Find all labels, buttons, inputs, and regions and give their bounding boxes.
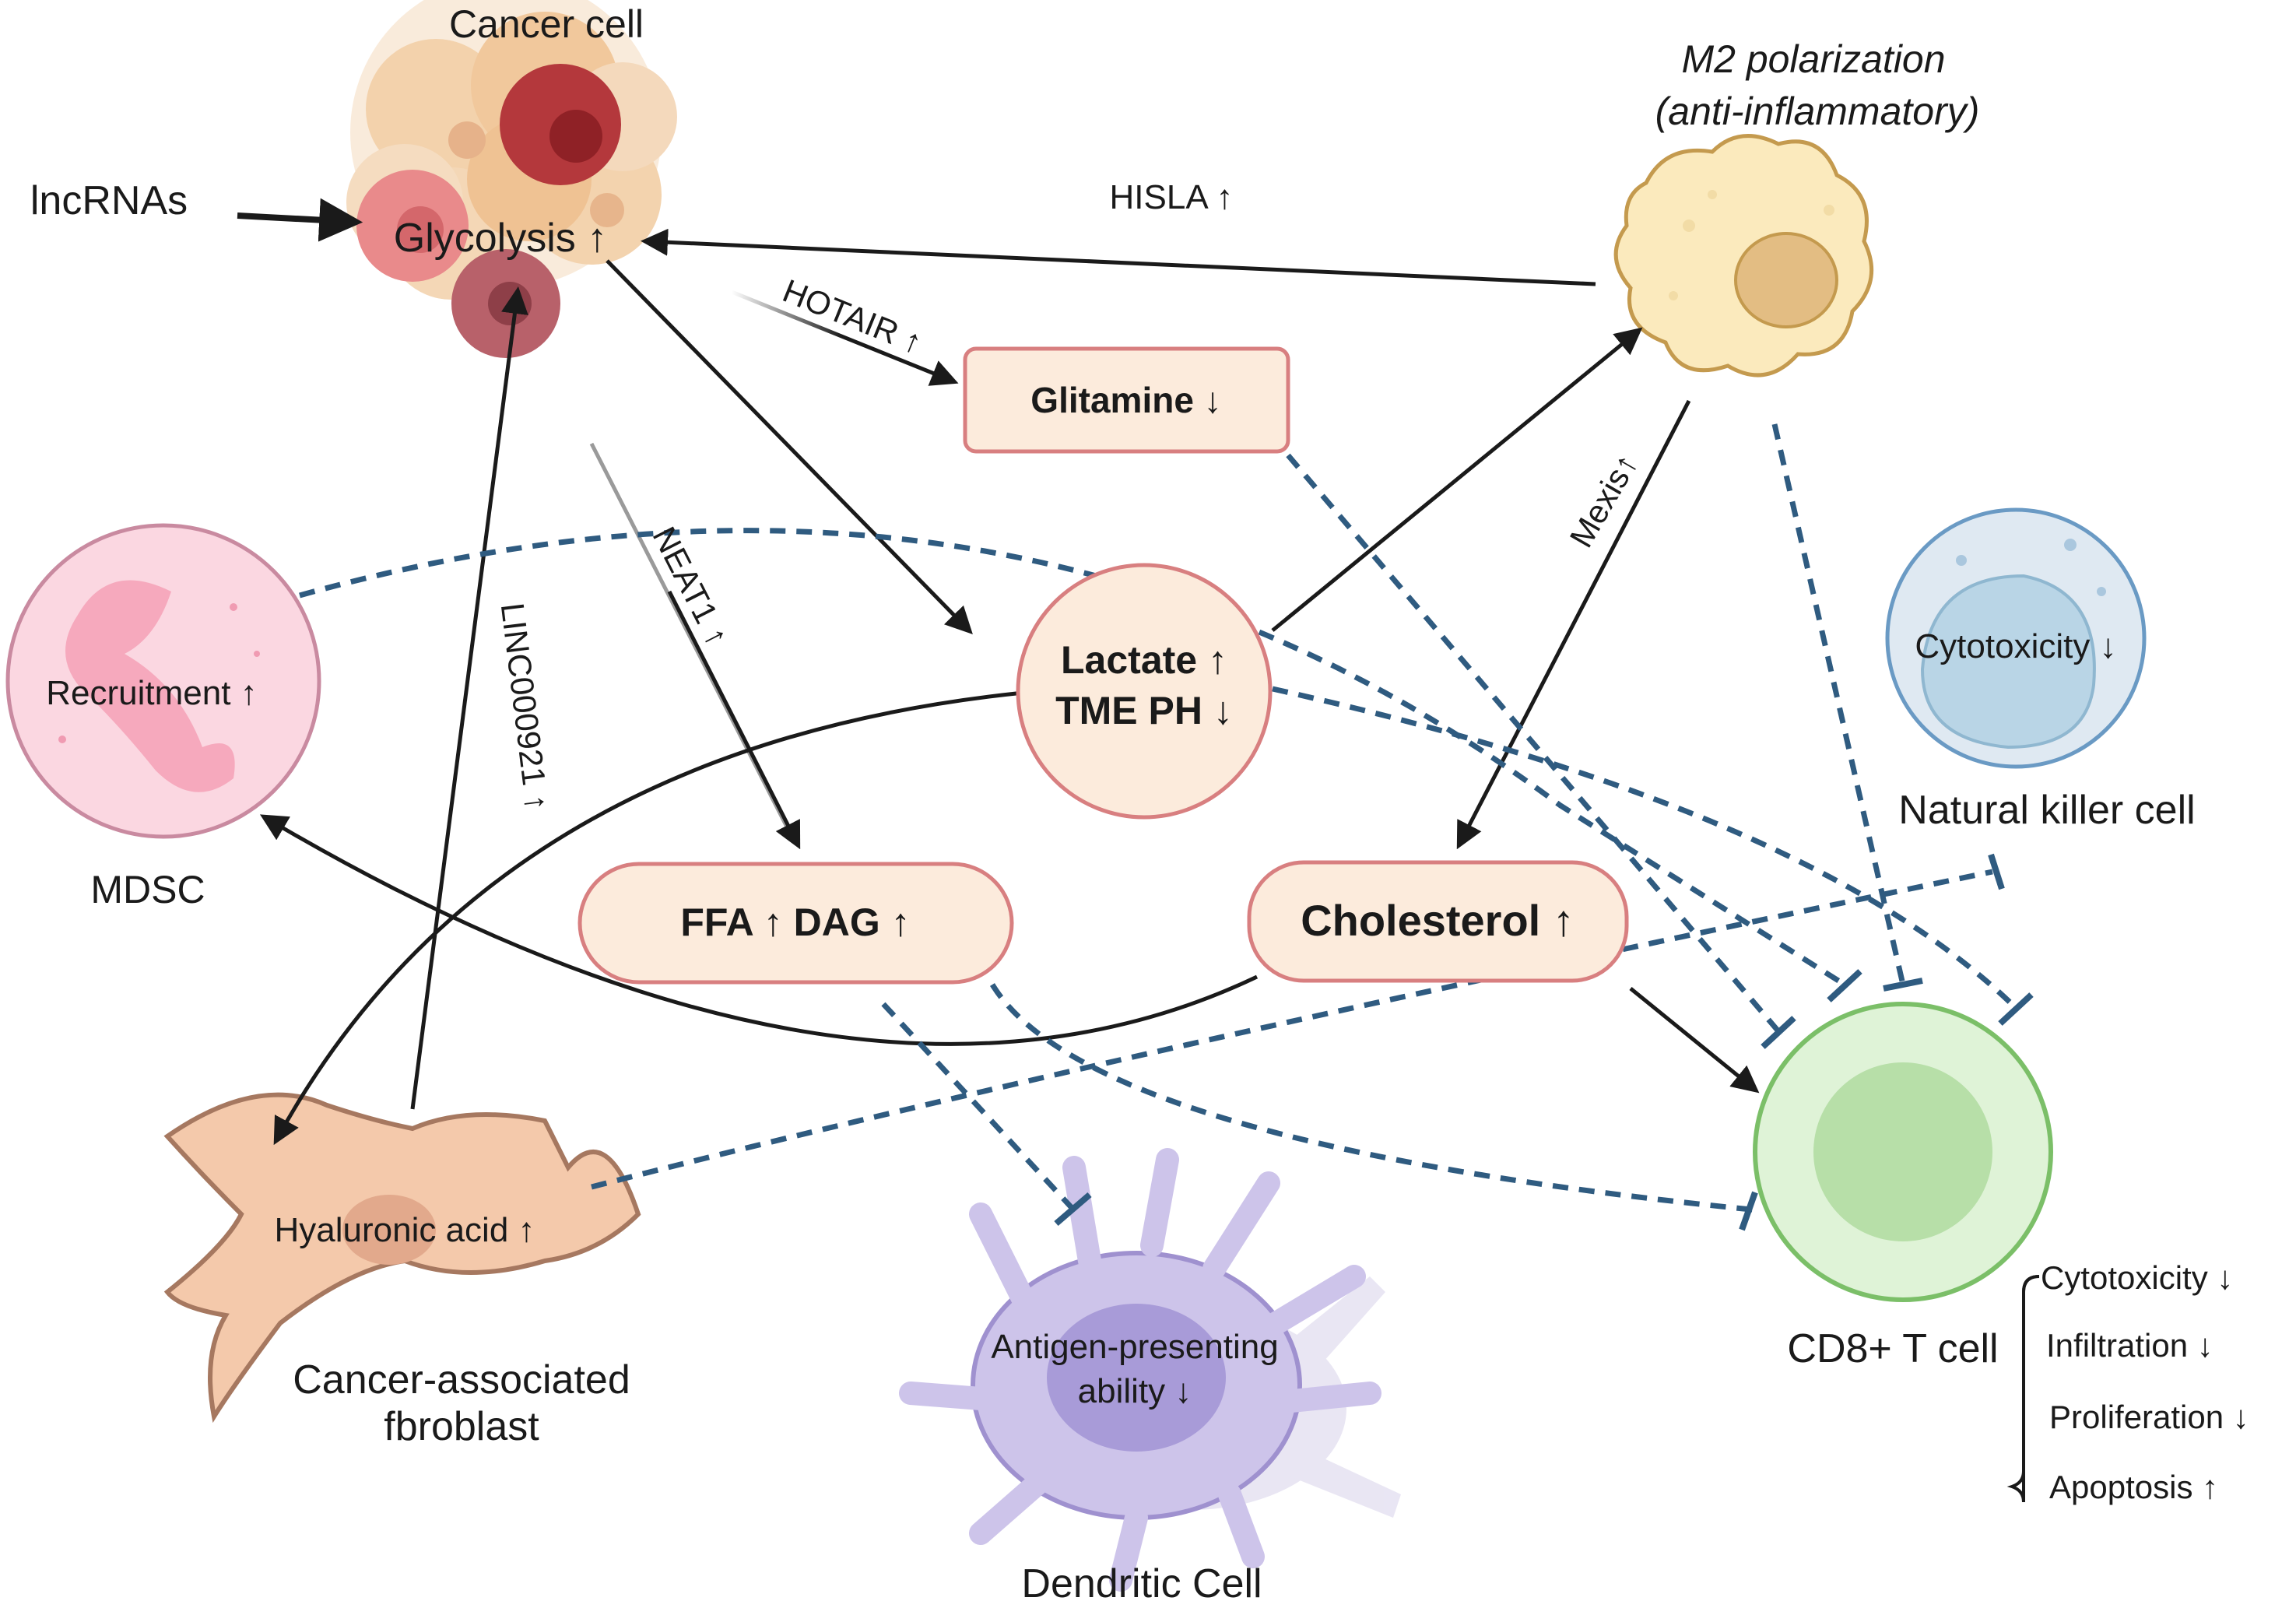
ffa-dag-box [578,862,1014,985]
hisla-arrow [641,228,1596,286]
solid-arrows [237,198,1760,1146]
brace-left [2022,1275,2040,1475]
cholesterol-box [1247,860,1629,983]
dendritic-cell-label: Dendritic Cell [1021,1561,1262,1606]
lactate-label: Lactate ↑ [1061,638,1227,682]
m2-label-line1: M2 polarization [1681,37,1945,81]
glycolysis-label: Glycolysis ↑ [394,216,607,261]
cd8-effects-brace [2006,1275,2040,1503]
caf-cell-icon [163,1092,641,1424]
m2-macrophage-icon [1613,134,1874,377]
lactate-caf-arrow [273,690,1024,1146]
glycolysis-lactate-arrow [606,259,973,635]
lncrnas-arrow [237,198,363,242]
caf-label-line2: fbroblast [384,1404,539,1449]
recruitment-label: Recruitment ↑ [46,674,257,712]
mdsc-label: MDSC [90,868,205,911]
caf-label-line1: Cancer-associated [293,1357,630,1403]
hisla-label: HISLA ↑ [1110,178,1234,216]
cholesterol-mdsc-arrow [259,814,1259,1046]
cholesterol-cd8-arrow [1629,987,1760,1094]
m2-label-line2: (anti-inflammatory) [1655,90,1980,133]
mdsc-cell-icon [5,523,321,839]
hyaluronic-label: Hyaluronic acid ↑ [274,1211,535,1249]
mexis-arrow [1456,399,1691,850]
glutamine-label: Glitamine ↓ [1030,380,1221,420]
dendritic-cell-icon [899,1148,1401,1592]
nk-cell-icon [1885,507,2147,769]
lactate-circle [1016,563,1273,820]
antigen-label-line1: Antigen-presenting [991,1328,1278,1366]
cd8-effect-item: Cytotoxicity ↓ [2041,1259,2233,1296]
cancer-cell-icon [346,0,677,358]
lncrnas-label: lncRNAs [30,178,188,223]
cd8-effect-item: Apoptosis ↑ [2049,1469,2218,1505]
linc-arrow [410,286,528,1110]
hotair-arrow [731,290,959,386]
cholesterol-label: Cholesterol ↑ [1301,896,1575,945]
cancer-cell-label: Cancer cell [449,2,644,46]
cd8-effect-item: Infiltration ↓ [2046,1327,2213,1364]
ffa-dag-label: FFA ↑ DAG ↑ [680,901,910,944]
lactate-m2-arrow [1271,327,1643,632]
cd8-effect-item: Proliferation ↓ [2049,1399,2249,1435]
cd8-t-cell-icon [1753,1002,2053,1302]
mexis-label: Mexis↑ [1562,447,1645,553]
nk-cytotoxicity-label: Cytotoxicity ↓ [1915,627,2116,665]
neat1-arrow [667,590,801,850]
linc-label: LINC000921 ↑ [494,601,556,813]
cd8-label: CD8+ T cell [1787,1326,1998,1371]
glutamine-box [963,346,1290,454]
nk-cell-label: Natural killer cell [1898,788,2195,833]
inhibition-lines [299,423,2034,1231]
antigen-label-line2: ability ↓ [1078,1372,1192,1410]
hotair-label: HOTAIR ↑ [778,272,927,361]
tme-ph-label: TME PH ↓ [1055,689,1233,732]
